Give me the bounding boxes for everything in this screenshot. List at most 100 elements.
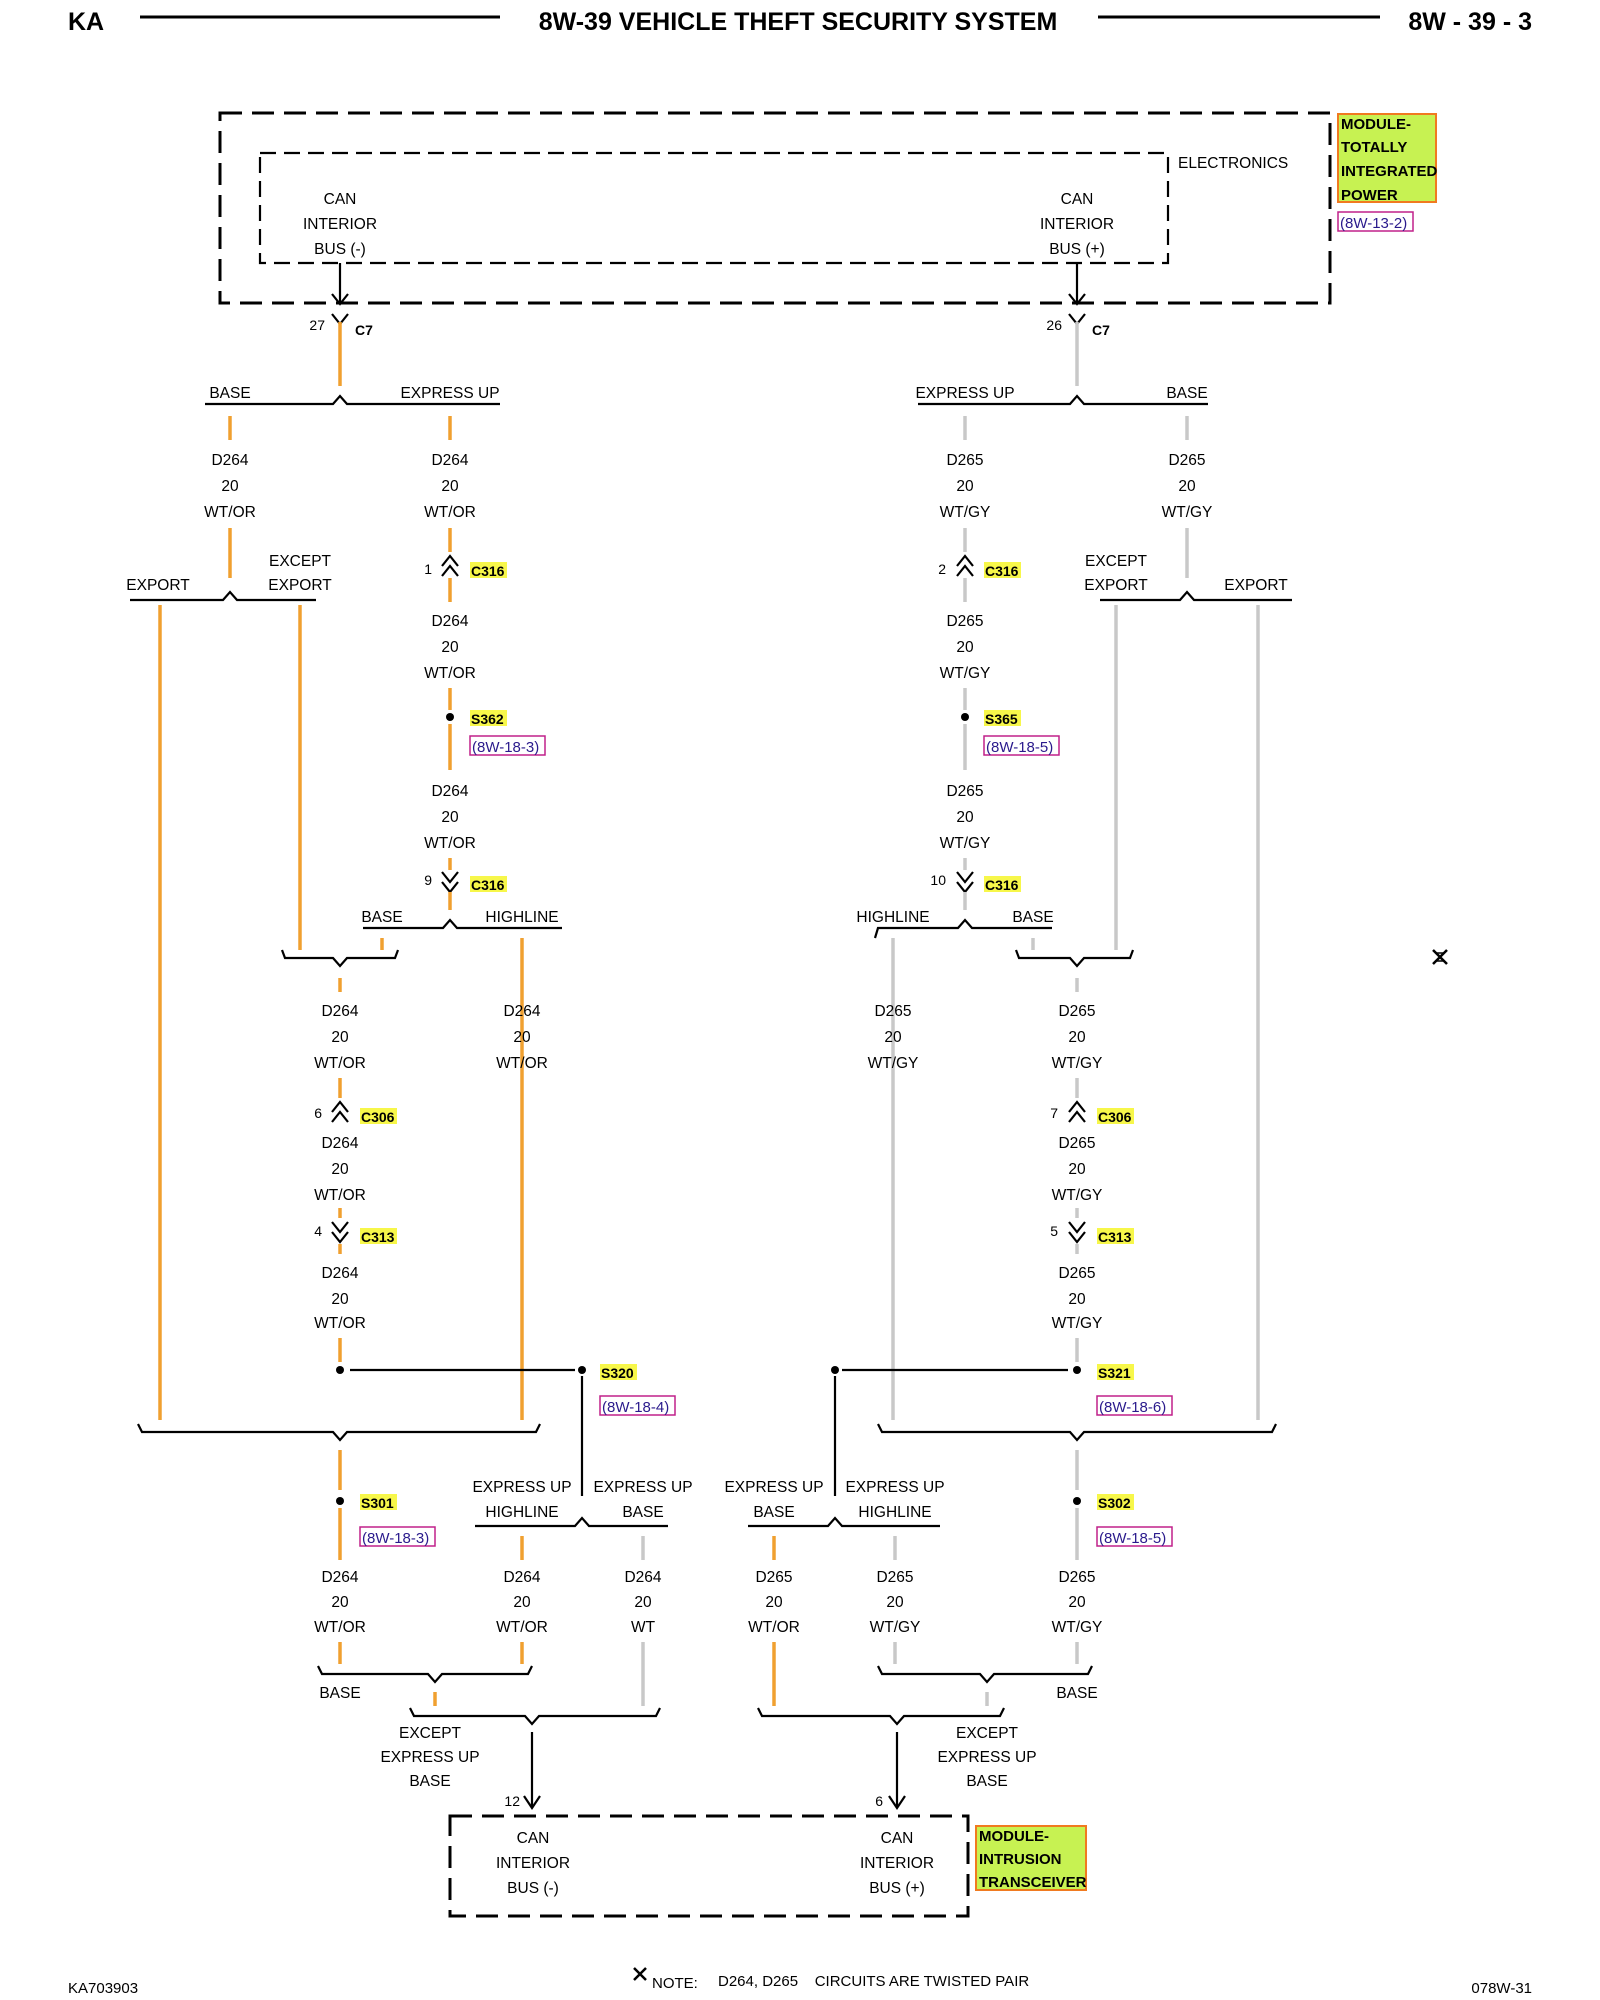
split-s320: [475, 1516, 668, 1528]
svg-text:20: 20: [884, 1029, 902, 1046]
ref-s362[interactable]: (8W-18-3): [469, 735, 546, 756]
svg-text:WT/OR: WT/OR: [496, 1055, 548, 1072]
connector-c306-pin7: C306: [1098, 1109, 1132, 1125]
svg-text:CAN: CAN: [881, 1830, 914, 1847]
tipm-pin-right-label: CAN INTERIOR BUS (+): [1040, 191, 1114, 258]
itm-pin-right-label: CAN INTERIOR BUS (+): [860, 1830, 934, 1897]
ref-s321[interactable]: (8W-18-6): [1096, 1395, 1173, 1416]
header-left: KA: [68, 8, 104, 36]
svg-text:D264: D264: [211, 452, 248, 469]
c306-pin7-symbol: [1068, 1100, 1086, 1123]
splice-s301: S301: [361, 1495, 394, 1511]
ref-s320[interactable]: (8W-18-4): [599, 1395, 676, 1416]
splice-s302-dot: [1073, 1497, 1081, 1505]
svg-text:WT/GY: WT/GY: [1052, 1055, 1103, 1072]
opt-except-express-up-base-left: EXCEPT EXPRESS UP BASE: [380, 1725, 479, 1790]
splice-s301-dot: [336, 1497, 344, 1505]
opt-highline-l2: HIGHLINE: [485, 1504, 558, 1521]
svg-text:WT/GY: WT/GY: [868, 1055, 919, 1072]
svg-text:BASE: BASE: [966, 1773, 1007, 1790]
svg-text:INTEGRATED: INTEGRATED: [1341, 163, 1438, 180]
opt-except-export-r: EXPORT: [1084, 577, 1148, 594]
split-left-highline: [363, 918, 562, 930]
svg-text:CAN: CAN: [1061, 191, 1094, 208]
svg-text:WT/GY: WT/GY: [1052, 1187, 1103, 1204]
svg-text:(8W-18-3): (8W-18-3): [362, 1530, 429, 1547]
svg-text:D265: D265: [1058, 1003, 1095, 1020]
svg-text:EXPRESS UP: EXPRESS UP: [937, 1749, 1036, 1766]
svg-text:D264: D264: [431, 783, 468, 800]
svg-text:WT/GY: WT/GY: [1052, 1619, 1103, 1636]
splice-s320: S320: [601, 1365, 634, 1381]
opt-base-l4: BASE: [319, 1685, 360, 1702]
pin-6-itm: 6: [875, 1793, 883, 1809]
ref-s301[interactable]: (8W-18-3): [359, 1526, 436, 1547]
svg-text:20: 20: [1068, 1594, 1086, 1611]
c316-pin1-symbol: [441, 554, 459, 577]
svg-text:EXCEPT: EXCEPT: [399, 1725, 462, 1742]
connector-c7-left: C7: [355, 322, 373, 338]
svg-text:20: 20: [441, 478, 459, 495]
connector-c316-pin10: C316: [985, 877, 1019, 893]
pin-4: 4: [314, 1223, 322, 1239]
tipm-ref[interactable]: (8W-13-2): [1337, 211, 1414, 232]
wire-label-d264-exp-highline: D264 20 WT/OR: [496, 1569, 548, 1636]
svg-text:20: 20: [1068, 1291, 1086, 1308]
tipm-pin-left-label: CAN INTERIOR BUS (-): [303, 191, 377, 258]
footer-note-label: NOTE:: [652, 1975, 698, 1992]
svg-text:20: 20: [956, 639, 974, 656]
merge-left-base: [317, 1665, 533, 1684]
wire-label-d265-m1: D265 20 WT/GY: [1052, 1003, 1103, 1072]
pin-10: 10: [930, 872, 946, 888]
wire-label-d265-s302: D265 20 WT/GY: [1052, 1569, 1103, 1636]
merge-right-final: [757, 1707, 1005, 1726]
svg-text:WT/GY: WT/GY: [1162, 504, 1213, 521]
svg-text:WT/GY: WT/GY: [870, 1619, 921, 1636]
opt-express-up-r2: EXPRESS UP: [724, 1479, 823, 1496]
wire-label-d264-exp-1: D264 20 WT/OR: [424, 452, 476, 521]
connector-c313-pin4: C313: [361, 1229, 395, 1245]
svg-text:D265: D265: [1058, 1569, 1095, 1586]
connector-c7-right: C7: [1092, 322, 1110, 338]
pin-27: 27: [309, 317, 325, 333]
opt-except-l: EXCEPT: [269, 553, 332, 570]
wire-label-d265-exp-1: D265 20 WT/GY: [940, 452, 991, 521]
footer-note-text: D264, D265 CIRCUITS ARE TWISTED PAIR: [718, 1973, 1029, 1990]
svg-text:WT/GY: WT/GY: [940, 504, 991, 521]
svg-text:D265: D265: [1058, 1135, 1095, 1152]
svg-text:BUS (+): BUS (+): [1049, 241, 1105, 258]
svg-text:WT/OR: WT/OR: [204, 504, 256, 521]
svg-text:(8W-18-5): (8W-18-5): [986, 739, 1053, 756]
header-right: 8W - 39 - 3: [1408, 8, 1532, 36]
splice-s302: S302: [1098, 1495, 1131, 1511]
footer-page-code: 078W-31: [1471, 1980, 1532, 1997]
svg-text:WT/OR: WT/OR: [314, 1619, 366, 1636]
wire-label-d264-exp-2: D264 20 WT/OR: [424, 613, 476, 682]
opt-base-r2: BASE: [1012, 909, 1053, 926]
svg-text:20: 20: [441, 639, 459, 656]
opt-export-r: EXPORT: [1224, 577, 1288, 594]
pin-26: 26: [1046, 317, 1062, 333]
pin-6: 6: [314, 1105, 322, 1121]
ref-s365[interactable]: (8W-18-5): [983, 735, 1060, 756]
opt-export-l: EXPORT: [126, 577, 190, 594]
ref-s302[interactable]: (8W-18-5): [1096, 1526, 1173, 1547]
svg-text:20: 20: [441, 809, 459, 826]
connector-c316-pin2: C316: [985, 563, 1019, 579]
opt-express-up-l3: EXPRESS UP: [593, 1479, 692, 1496]
svg-text:WT: WT: [631, 1619, 656, 1636]
pin-2: 2: [938, 561, 946, 577]
wire-label-d265-exp-base: D265 20 WT/OR: [748, 1569, 800, 1636]
svg-text:D265: D265: [874, 1003, 911, 1020]
pin-12: 12: [504, 1793, 520, 1809]
wire-label-d265-m2: D265 20 WT/GY: [1052, 1135, 1103, 1204]
svg-text:D264: D264: [431, 613, 468, 630]
svg-text:20: 20: [1068, 1029, 1086, 1046]
svg-text:20: 20: [956, 809, 974, 826]
svg-text:WT/OR: WT/OR: [314, 1055, 366, 1072]
svg-text:D264: D264: [321, 1265, 358, 1282]
wire-label-d265-base: D265 20 WT/GY: [1162, 452, 1213, 521]
itm-pin6-symbol: [888, 1795, 906, 1810]
merge-right-2: [877, 1423, 1277, 1442]
